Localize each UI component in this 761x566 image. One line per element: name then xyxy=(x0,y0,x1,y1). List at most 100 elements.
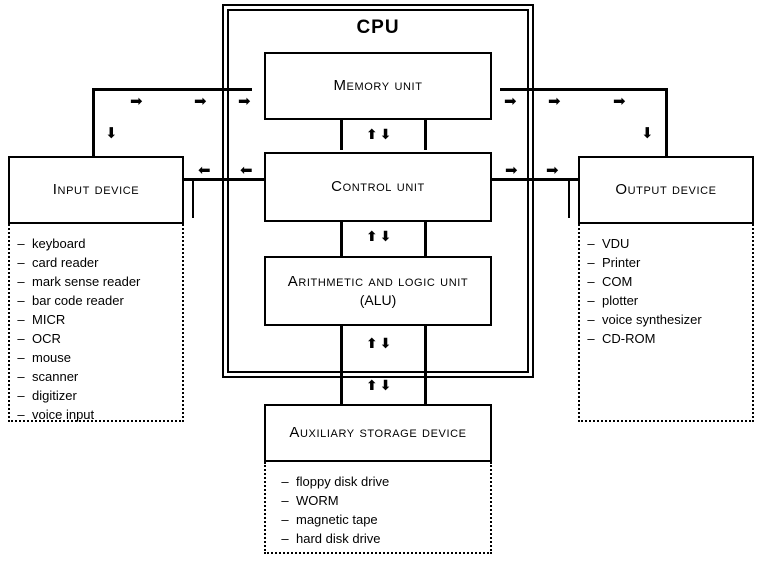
arrow-right-top-3: ➡ xyxy=(613,92,626,110)
bullet-dash: – xyxy=(17,255,25,270)
list-item: –CD-ROM xyxy=(580,329,752,348)
list-item-label: keyboard xyxy=(32,236,86,251)
list-item: –magnetic tape xyxy=(274,510,490,529)
list-item-label: bar code reader xyxy=(32,293,124,308)
list-item: –scanner xyxy=(10,367,182,386)
arrow-left-top-2: ➡ xyxy=(194,92,207,110)
conn-vertical-right-spine-3 xyxy=(424,326,427,378)
list-item: –card reader xyxy=(10,253,182,272)
list-item-label: MICR xyxy=(32,312,66,327)
bullet-dash: – xyxy=(281,493,289,508)
memory-unit-label: Memory unit xyxy=(333,76,423,94)
conn-left-top-horizontal xyxy=(92,88,252,91)
conn-vertical-right-spine xyxy=(424,120,427,150)
list-item: –mark sense reader xyxy=(10,272,182,291)
arrow-alu-cpuedge: ⬆⬇ xyxy=(366,336,394,352)
arrow-memory-control: ⬆⬇ xyxy=(366,127,394,143)
bullet-dash: – xyxy=(17,388,25,403)
auxiliary-storage-items: –floppy disk drive –WORM –magnetic tape … xyxy=(274,472,490,548)
arrow-left-top-1: ➡ xyxy=(130,92,143,110)
bullet-dash: – xyxy=(17,312,25,327)
output-device-label: Output device xyxy=(615,180,717,198)
arrow-right-top-1: ➡ xyxy=(504,92,517,110)
list-item-label: voice input xyxy=(32,407,95,422)
auxiliary-storage-label: Auxiliary storage device xyxy=(289,423,467,441)
list-item-label: VDU xyxy=(602,236,630,251)
list-item-label: COM xyxy=(602,274,633,289)
output-device-list: –VDU –Printer –COM –plotter –voice synth… xyxy=(578,224,754,422)
input-device-list: –keyboard –card reader –mark sense reade… xyxy=(8,224,184,422)
list-item: –mouse xyxy=(10,348,182,367)
arrow-cpu-auxiliary: ⬆⬇ xyxy=(366,378,394,394)
alu-title-text: Arithmetic and logic unit xyxy=(287,272,469,290)
output-device-box[interactable]: Output device xyxy=(578,156,754,224)
control-unit-label: Control unit xyxy=(331,177,425,195)
auxiliary-storage-box[interactable]: Auxiliary storage device xyxy=(264,404,492,462)
conn-vertical-right-spine-4 xyxy=(424,378,427,404)
bullet-dash: – xyxy=(587,331,595,346)
list-item: –MICR xyxy=(10,310,182,329)
output-device-items: –VDU –Printer –COM –plotter –voice synth… xyxy=(580,234,752,348)
bullet-dash: – xyxy=(17,293,25,308)
list-item: –COM xyxy=(580,272,752,291)
bullet-dash: – xyxy=(17,407,25,422)
conn-input-to-control xyxy=(181,178,267,181)
bullet-dash: – xyxy=(17,350,25,365)
conn-vertical-left-spine-2 xyxy=(340,222,343,256)
list-item: –floppy disk drive xyxy=(274,472,490,491)
list-item-label: scanner xyxy=(32,369,79,384)
list-item: –VDU xyxy=(580,234,752,253)
arrow-right-top-2: ➡ xyxy=(548,92,561,110)
arrow-right-down: ⬇ xyxy=(641,124,654,142)
memory-unit-box[interactable]: Memory unit xyxy=(264,52,492,120)
conn-left-riser xyxy=(92,88,95,180)
bullet-dash: – xyxy=(17,274,25,289)
list-item-label: plotter xyxy=(602,293,639,308)
bullet-dash: – xyxy=(587,293,595,308)
alu-subtitle-text: (ALU) xyxy=(359,291,397,308)
conn-vertical-left-spine-4 xyxy=(340,378,343,404)
list-item: –bar code reader xyxy=(10,291,182,310)
conn-right-midtick xyxy=(568,178,570,218)
alu-label: Arithmetic and logic unit (ALU) xyxy=(288,273,469,309)
list-item: –digitizer xyxy=(10,386,182,405)
control-unit-box[interactable]: Control unit xyxy=(264,152,492,222)
bullet-dash: – xyxy=(17,331,25,346)
bullet-dash: – xyxy=(587,255,595,270)
input-device-box[interactable]: Input device xyxy=(8,156,184,224)
list-item-label: magnetic tape xyxy=(296,512,378,527)
list-item-label: WORM xyxy=(296,493,339,508)
arrow-control-alu: ⬆⬇ xyxy=(366,229,394,245)
list-item: –voice input xyxy=(10,405,182,424)
list-item-label: voice synthesizer xyxy=(602,312,702,327)
list-item: –Printer xyxy=(580,253,752,272)
arrow-left-down: ⬇ xyxy=(105,124,118,142)
list-item: –voice synthesizer xyxy=(580,310,752,329)
bullet-dash: – xyxy=(587,274,595,289)
bullet-dash: – xyxy=(281,512,289,527)
bullet-dash: – xyxy=(587,236,595,251)
cpu-boundary-outer xyxy=(222,4,534,378)
conn-vertical-left-spine xyxy=(340,120,343,150)
list-item-label: floppy disk drive xyxy=(296,474,390,489)
list-item-label: Printer xyxy=(602,255,641,270)
bullet-dash: – xyxy=(587,312,595,327)
arrow-left-top-3: ➡ xyxy=(238,92,251,110)
alu-box[interactable]: Arithmetic and logic unit (ALU) xyxy=(264,256,492,326)
list-item: –hard disk drive xyxy=(274,529,490,548)
arrow-left-return-2: ⬅ xyxy=(240,161,253,179)
arrow-left-return-1: ⬅ xyxy=(198,161,211,179)
bullet-dash: – xyxy=(281,531,289,546)
conn-vertical-left-spine-3 xyxy=(340,326,343,378)
conn-vertical-right-spine-2 xyxy=(424,222,427,256)
list-item-label: CD-ROM xyxy=(602,331,656,346)
list-item: –OCR xyxy=(10,329,182,348)
list-item-label: hard disk drive xyxy=(296,531,381,546)
cpu-boundary-inner xyxy=(227,9,529,373)
input-device-items: –keyboard –card reader –mark sense reade… xyxy=(10,234,182,424)
cpu-label: CPU xyxy=(356,17,400,38)
conn-right-top-horizontal xyxy=(500,88,668,91)
list-item-label: mouse xyxy=(32,350,72,365)
auxiliary-storage-list: –floppy disk drive –WORM –magnetic tape … xyxy=(264,462,492,554)
